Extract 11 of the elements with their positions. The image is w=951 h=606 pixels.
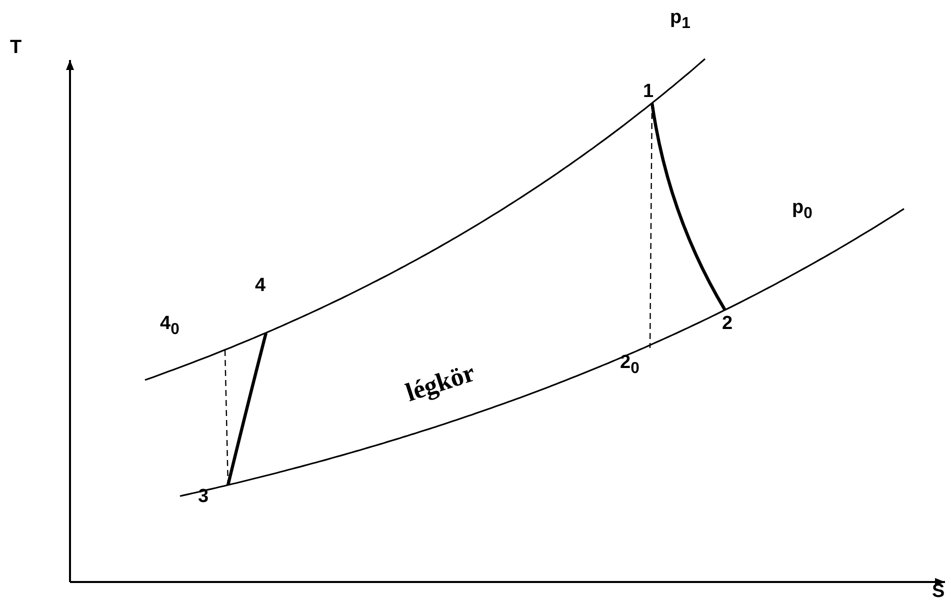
process-curve <box>226 332 268 486</box>
state-point-label: 4$_{0}$ <box>160 314 180 338</box>
state-point-label: 1 <box>643 82 654 101</box>
state-point-label: 4 <box>255 276 266 295</box>
state-point-label: 2 <box>722 314 733 333</box>
pressure-label: p$_{0}$ <box>792 198 812 222</box>
pressure-label: p$_{1}$ <box>670 8 690 32</box>
axis-label: T <box>10 38 22 57</box>
axis-label: S <box>932 582 945 601</box>
process-curve <box>650 102 726 311</box>
curve-label: légkör <box>402 358 479 408</box>
